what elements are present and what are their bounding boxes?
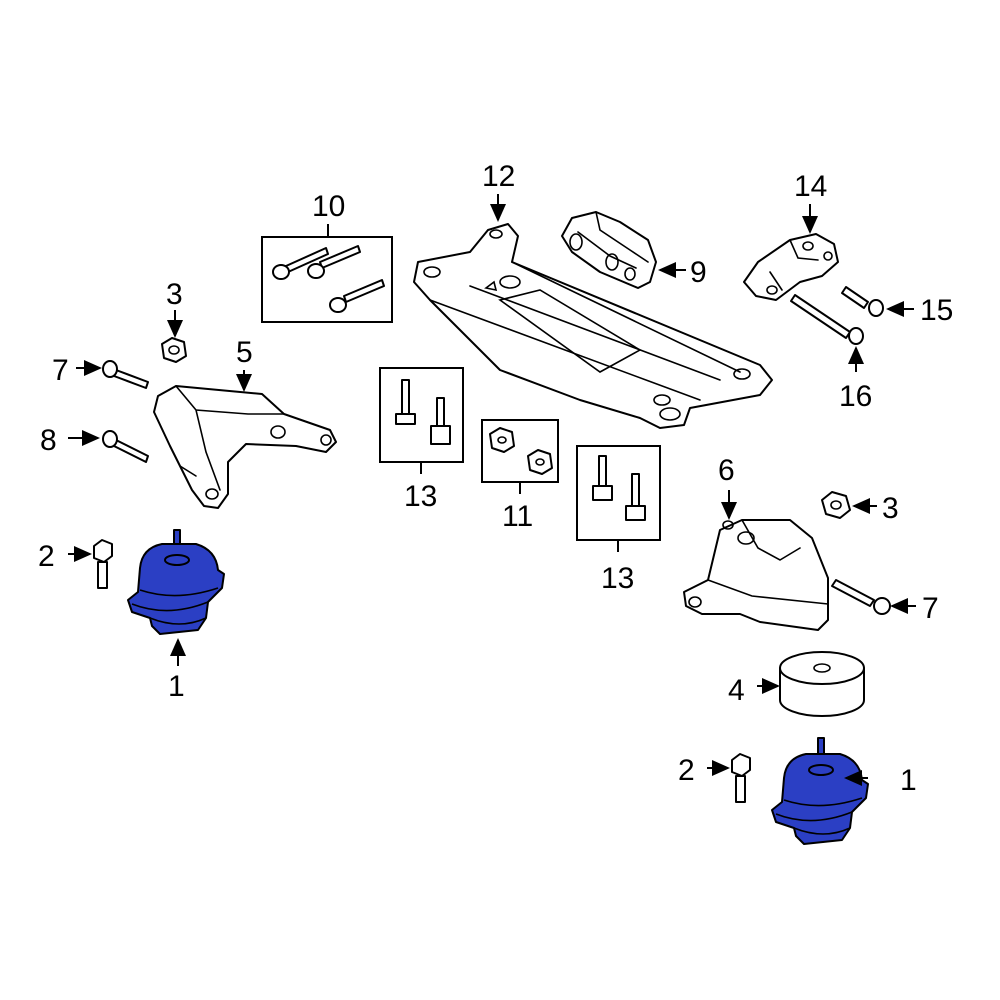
callout-15[interactable]: 15 xyxy=(920,294,953,327)
callout-13-right[interactable]: 13 xyxy=(601,562,634,595)
rear-mount[interactable] xyxy=(561,211,657,289)
callout-8[interactable]: 8 xyxy=(40,424,57,457)
callout-7-left[interactable]: 7 xyxy=(52,354,69,387)
callout-2-left[interactable]: 2 xyxy=(38,540,55,573)
callout-4[interactable]: 4 xyxy=(728,674,745,707)
bolt-15[interactable] xyxy=(841,286,884,317)
callout-10[interactable]: 10 xyxy=(312,190,345,223)
upper-bracket[interactable] xyxy=(743,233,839,301)
bolt-pair-13-right[interactable] xyxy=(576,445,661,541)
callout-labels: 1 1 2 2 3 3 4 5 6 7 7 8 9 10 11 12 13 13… xyxy=(38,160,953,797)
engine-mount-1-left[interactable] xyxy=(127,529,225,635)
callout-11[interactable]: 11 xyxy=(502,500,533,533)
nut-kit-11[interactable] xyxy=(481,419,559,483)
engine-mount-1-right[interactable] xyxy=(771,737,869,845)
nut-3-right[interactable] xyxy=(821,491,851,519)
callout-14[interactable]: 14 xyxy=(794,170,827,203)
bolt-7-left[interactable] xyxy=(102,360,149,389)
crossmember[interactable] xyxy=(413,223,773,429)
bolt-8[interactable] xyxy=(102,430,149,463)
bolt-7-right[interactable] xyxy=(831,579,891,615)
nut-3-left[interactable] xyxy=(161,337,187,363)
callout-3-left[interactable]: 3 xyxy=(166,278,183,311)
callout-9[interactable]: 9 xyxy=(690,256,707,289)
bracket-6[interactable] xyxy=(683,519,829,631)
insulator-4[interactable] xyxy=(779,651,865,717)
callout-6[interactable]: 6 xyxy=(718,454,735,487)
bolt-pair-13-left[interactable] xyxy=(379,367,464,463)
callout-13-left[interactable]: 13 xyxy=(404,480,437,513)
callout-1-left[interactable]: 1 xyxy=(168,670,185,703)
bolt-kit-10[interactable] xyxy=(261,236,393,323)
callout-7-right[interactable]: 7 xyxy=(922,592,939,625)
leader-lines xyxy=(68,194,916,786)
callout-16[interactable]: 16 xyxy=(839,380,872,413)
callout-5[interactable]: 5 xyxy=(236,336,253,369)
callout-3-right[interactable]: 3 xyxy=(882,492,899,525)
bolt-16[interactable] xyxy=(790,294,864,345)
bolt-2-left[interactable] xyxy=(93,539,113,589)
callout-12[interactable]: 12 xyxy=(482,160,515,193)
callout-2-right[interactable]: 2 xyxy=(678,754,695,787)
bolt-2-right[interactable] xyxy=(731,753,751,803)
bracket-5[interactable] xyxy=(153,385,337,509)
callout-1-right[interactable]: 1 xyxy=(900,764,917,797)
